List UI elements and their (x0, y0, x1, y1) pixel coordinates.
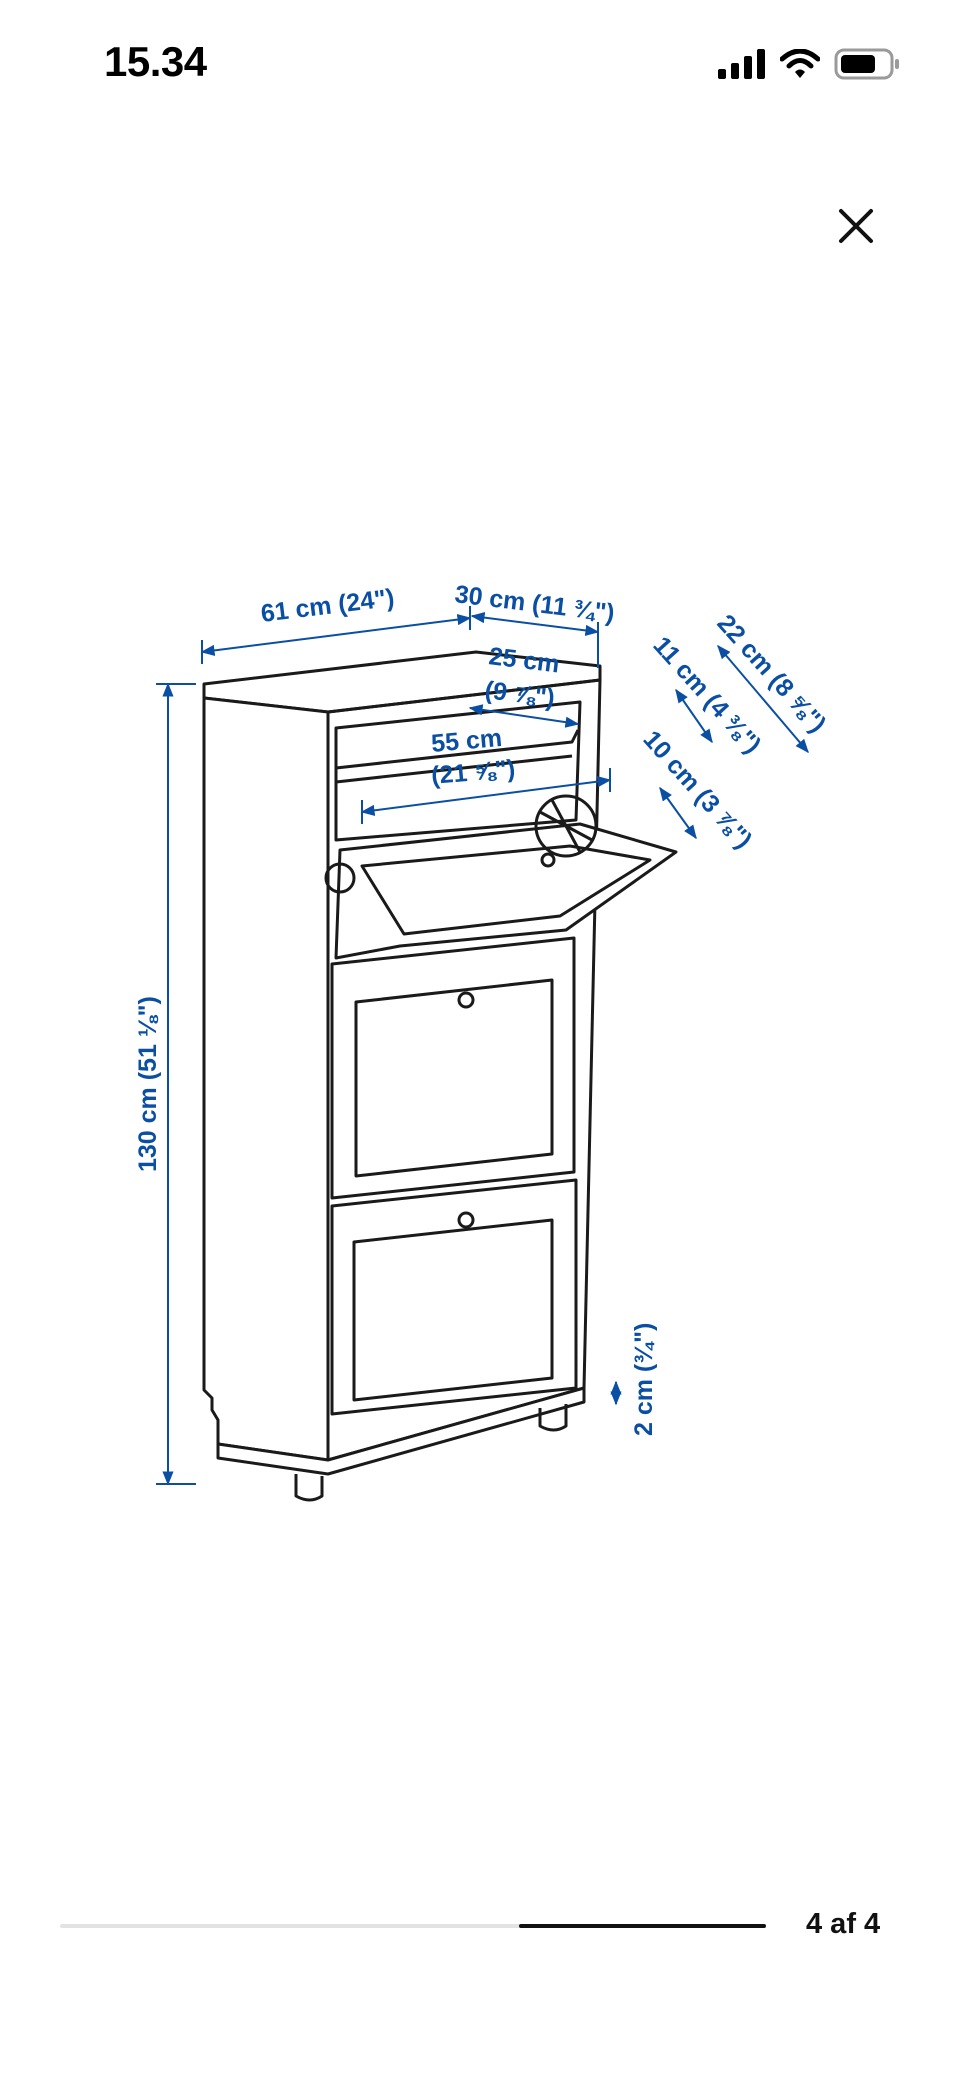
wifi-icon (780, 49, 820, 78)
dimension-depth: 30 cm (11 ¾") (453, 580, 616, 627)
image-pager: 4 af 4 (0, 1896, 960, 1956)
status-bar: 15.34 (0, 0, 960, 130)
dimension-inner-width-inches: (21 ⅝") (430, 755, 516, 790)
dimension-inner-width: 55 cm (430, 724, 503, 758)
close-button[interactable] (826, 196, 886, 256)
pager-track[interactable] (60, 1924, 766, 1928)
battery-icon (834, 48, 899, 80)
dimension-leg-height: 2 cm (¾") (630, 1323, 658, 1436)
pager-progress (518, 1924, 766, 1928)
status-time: 15.34 (104, 38, 207, 85)
cellular-signal-icon (718, 49, 765, 79)
dimension-height: 130 cm (51 ⅛") (134, 996, 162, 1172)
dimension-total-width: 61 cm (24") (259, 584, 396, 628)
pager-label: 4 af 4 (806, 1908, 881, 1940)
status-icons (718, 44, 900, 84)
dimension-lines (156, 606, 809, 1486)
close-icon (839, 209, 873, 243)
shoe-cabinet-drawing (202, 650, 678, 1502)
product-dimension-diagram: 61 cm (24") 30 cm (11 ¾") 25 cm (9 ⅞") 5… (134, 580, 831, 1502)
